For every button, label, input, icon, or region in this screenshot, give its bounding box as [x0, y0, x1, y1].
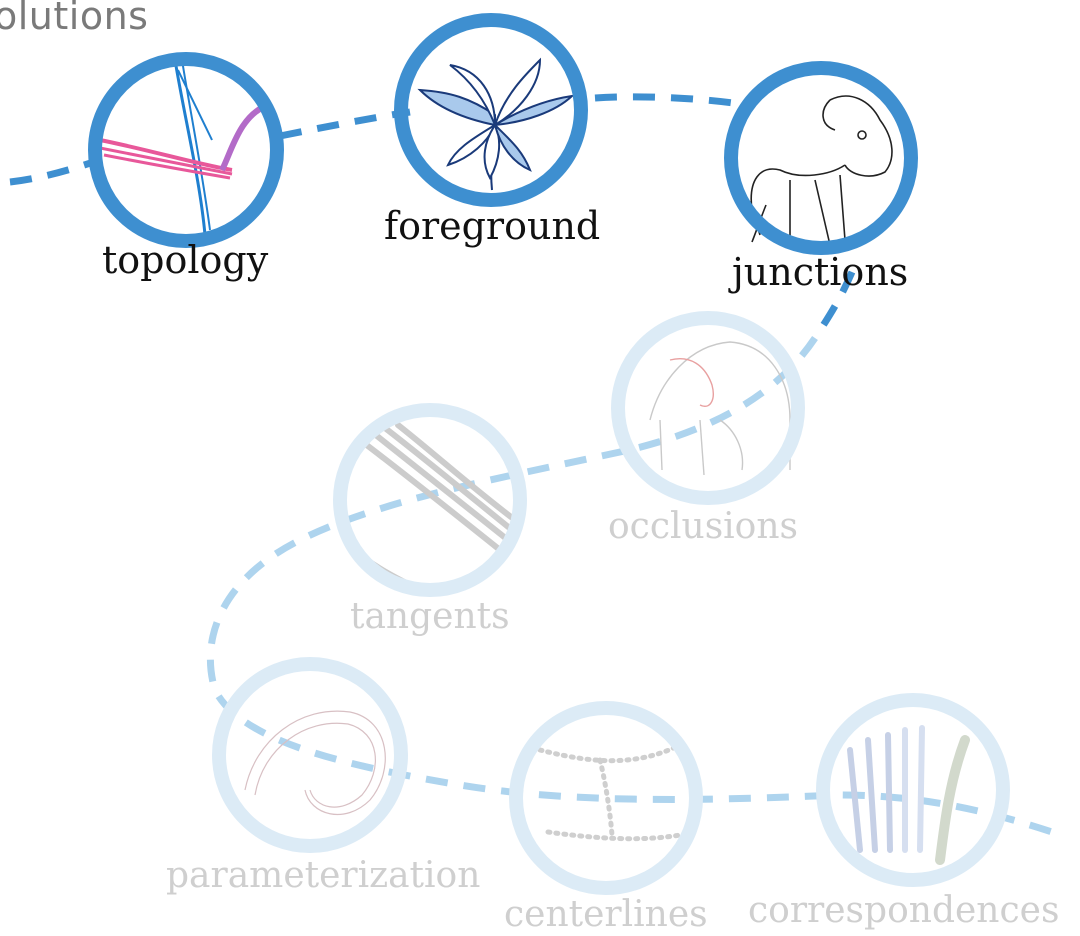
node-foreground[interactable] — [394, 13, 588, 207]
label-parameterization: parameterization — [166, 855, 481, 896]
label-foreground: foreground — [384, 204, 601, 248]
node-correspondences[interactable] — [816, 693, 1010, 887]
node-ring — [724, 61, 918, 255]
node-ring — [212, 657, 408, 853]
crossing-strokes-icon — [99, 59, 270, 236]
page-heading: olutions — [0, 0, 149, 38]
node-ring — [88, 52, 284, 248]
node-centerlines[interactable] — [509, 701, 703, 895]
node-ring — [333, 403, 527, 597]
brush-strokes-icon — [847, 725, 970, 865]
label-junctions: junctions — [732, 250, 909, 294]
node-occlusions[interactable] — [611, 311, 805, 505]
path-faded — [206, 336, 1054, 836]
label-topology: topology — [102, 238, 269, 282]
label-tangents: tangents — [350, 596, 510, 637]
label-centerlines: centerlines — [504, 894, 708, 935]
label-occlusions: occlusions — [608, 506, 799, 547]
label-correspondences: correspondences — [748, 890, 1060, 931]
node-ring — [816, 693, 1010, 887]
node-ring — [509, 701, 703, 895]
node-topology[interactable] — [88, 52, 284, 248]
node-tangents[interactable] — [333, 403, 527, 597]
node-ring — [394, 13, 588, 207]
spiral-grid-icon — [244, 710, 386, 816]
path-active — [9, 93, 856, 340]
node-ring — [611, 311, 805, 505]
dog-sketch-icon — [750, 95, 893, 246]
node-parameterization[interactable] — [212, 657, 408, 853]
dotted-curves-icon — [537, 742, 683, 842]
node-junctions[interactable] — [724, 61, 918, 255]
flower-sketch-icon — [417, 57, 576, 191]
elephant-sketch-icon — [649, 341, 791, 476]
